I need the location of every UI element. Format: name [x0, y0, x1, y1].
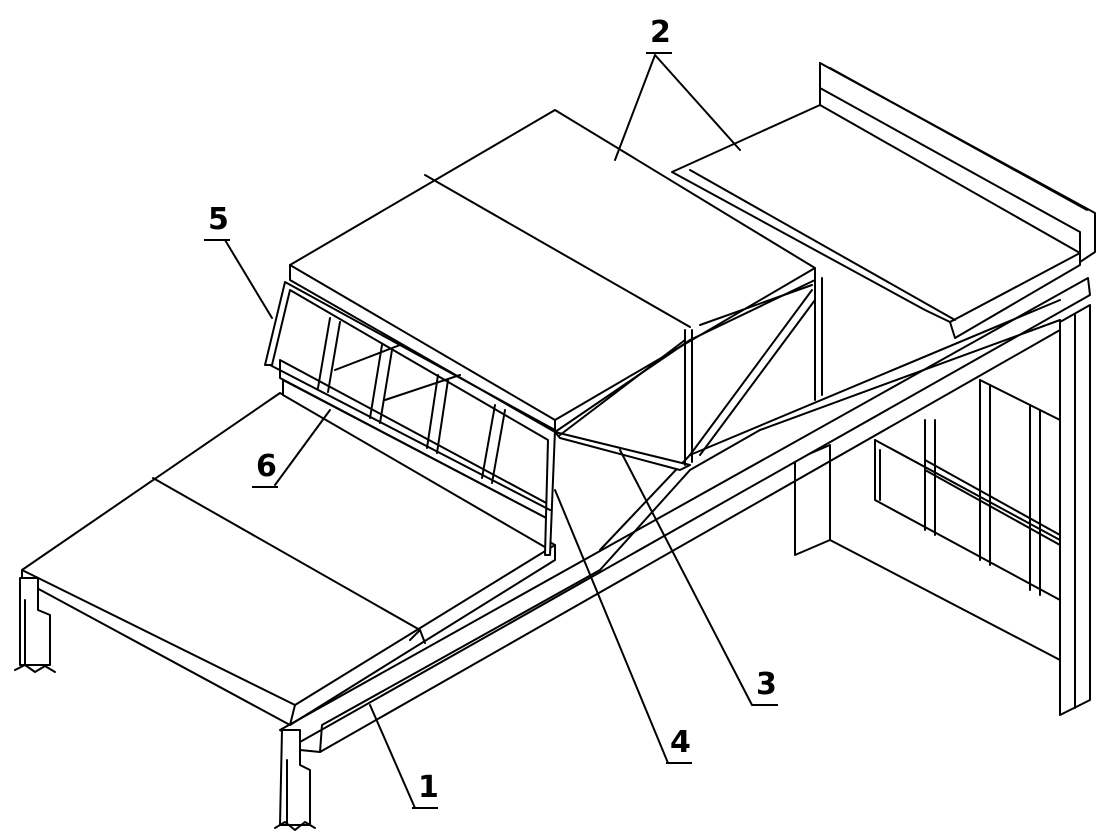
skylight-roof [289, 109, 816, 433]
leader-lines [224, 54, 753, 809]
leader-2b [654, 54, 741, 151]
leader-5 [224, 239, 273, 319]
leader-3 [619, 449, 753, 706]
leader-6 [274, 409, 331, 486]
label-3: 3 [756, 667, 777, 702]
leader-1 [369, 704, 416, 809]
side-truss [554, 277, 823, 471]
left-columns [14, 577, 316, 831]
label-6: 6 [256, 449, 277, 484]
roof-panel-left [21, 392, 556, 726]
label-2: 2 [650, 15, 671, 50]
label-6-underline [252, 486, 278, 488]
window-grid [874, 379, 1061, 601]
label-1: 1 [418, 770, 439, 805]
leader-4 [554, 489, 669, 764]
label-3-underline [752, 704, 778, 706]
label-4: 4 [670, 725, 691, 760]
label-4-underline [666, 762, 692, 764]
roof-panel-right [671, 104, 1081, 339]
right-column-and-windows [794, 304, 1091, 716]
label-5-underline [204, 239, 230, 241]
skylight-glazing [264, 281, 556, 556]
label-2-underline [646, 52, 672, 54]
label-1-underline [412, 807, 438, 809]
leader-2a [614, 54, 656, 161]
label-5: 5 [208, 202, 229, 237]
